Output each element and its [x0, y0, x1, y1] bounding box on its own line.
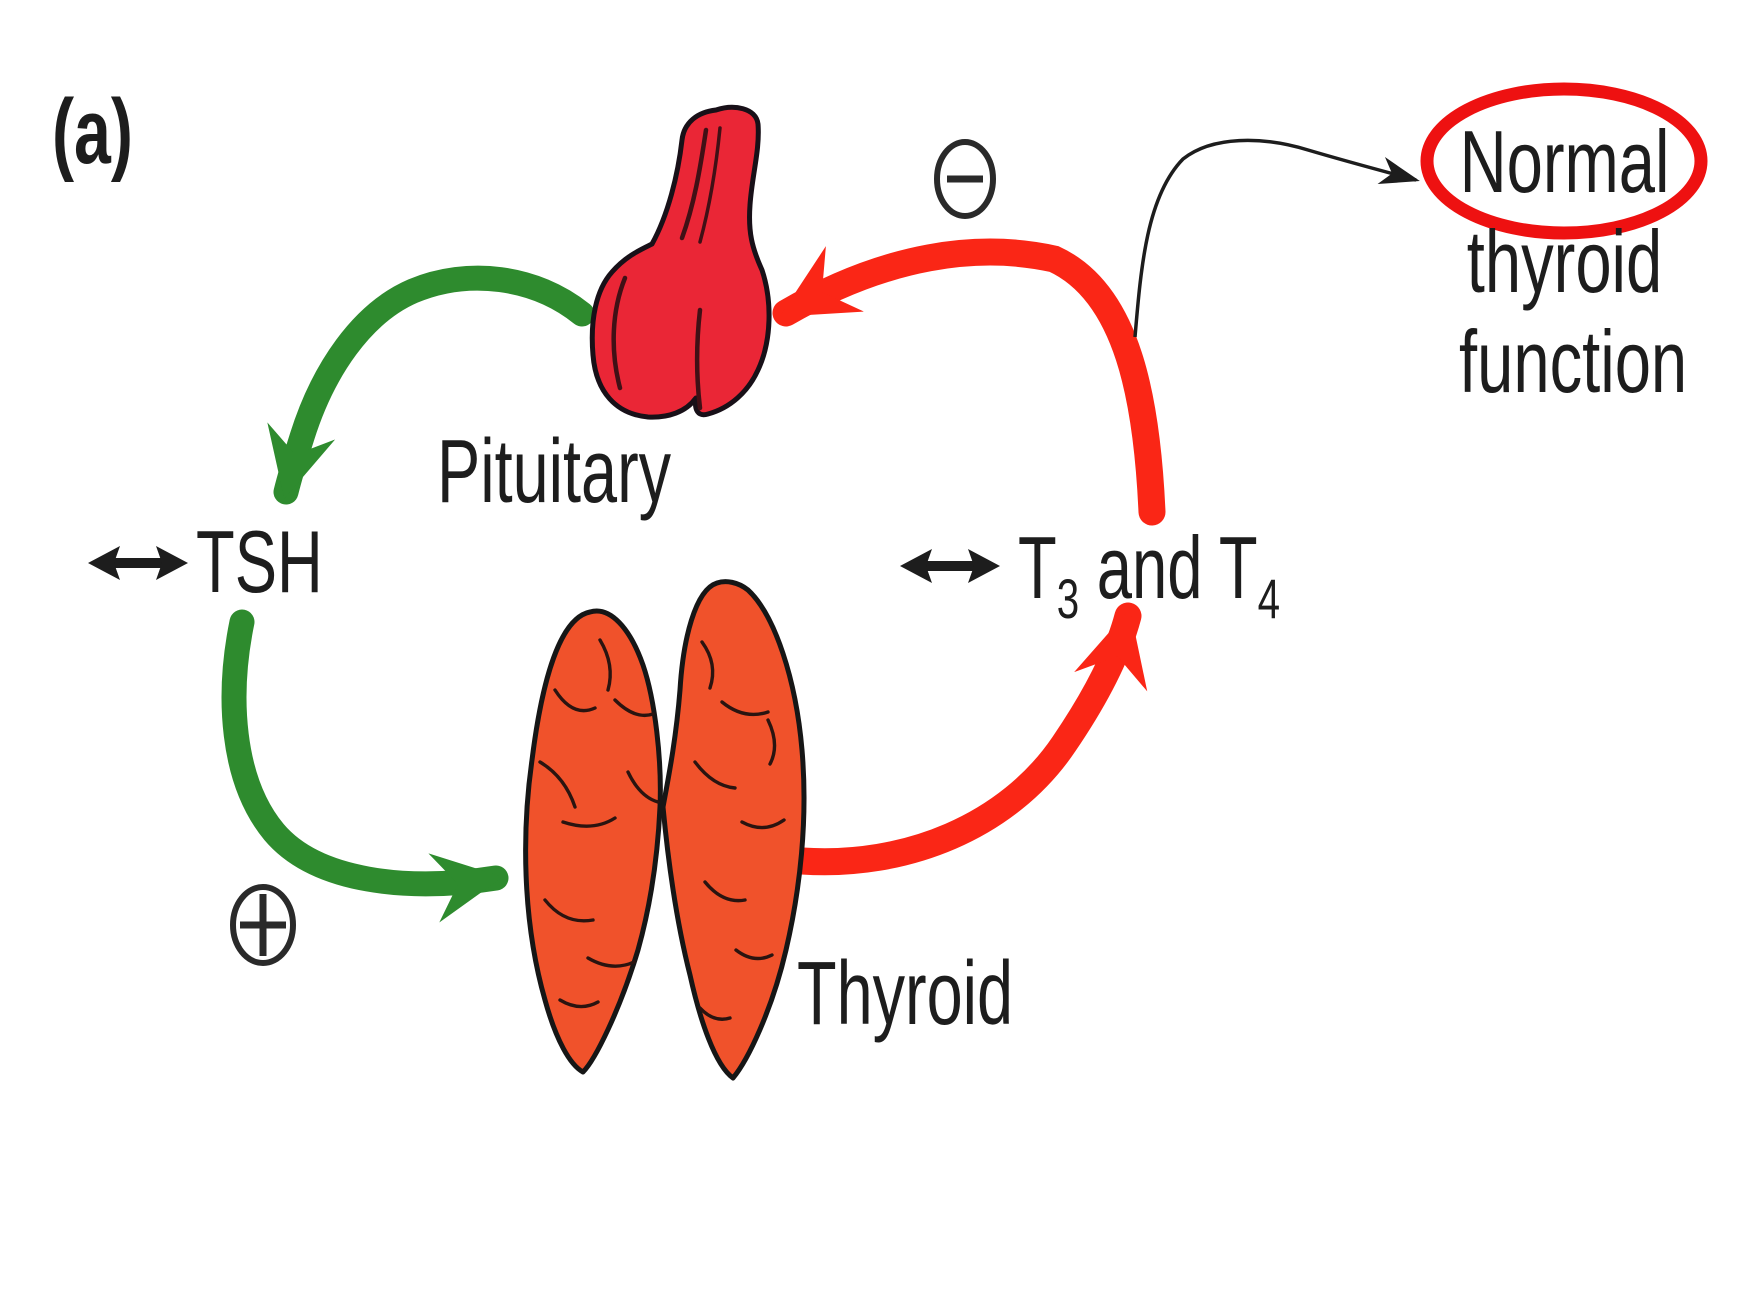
outcome-line-3: function [1459, 312, 1688, 411]
minus-circle-icon [934, 139, 996, 219]
t3-subscript: 3 [1056, 567, 1080, 630]
thyroid-texture-lines [538, 638, 786, 1021]
double-arrow-icon [88, 546, 188, 580]
hormones-label: T3 and T4 [1018, 524, 1280, 627]
green-arrow-tsh-to-thyroid [221, 609, 509, 923]
red-arrow-thyroid-to-hormones [788, 602, 1148, 876]
panel-label: (a) [52, 81, 133, 183]
hormones-conjunction: and [1079, 518, 1219, 617]
tsh-label: TSH [196, 512, 323, 611]
pituitary-lobe-contour [611, 275, 628, 391]
annotation-arrow-to-outcome [1133, 138, 1420, 338]
t4-subscript: 4 [1257, 567, 1281, 630]
red-arrow-hormones-to-pituitary [772, 238, 1166, 526]
double-arrow-right-head [968, 549, 1000, 583]
pituitary-gland-illustration [589, 104, 772, 420]
thyroid-right-lobe [660, 579, 807, 1081]
double-arrow-right-head [156, 546, 188, 580]
t3-symbol: T [1018, 518, 1057, 617]
highlight-ellipse [1420, 82, 1708, 240]
double-arrow-left-head [88, 546, 120, 580]
pituitary-stalk-line [679, 127, 709, 241]
pituitary-stalk-line-2 [698, 126, 722, 244]
pituitary-cleft-line [694, 307, 703, 411]
outcome-label: Normal thyroid function [1459, 112, 1688, 412]
pituitary-gland-body [589, 104, 772, 420]
pituitary-label: Pituitary [437, 422, 672, 522]
double-arrow-icon [900, 549, 1000, 583]
thyroid-left-lobe [523, 608, 663, 1075]
outcome-line-1: Normal [1459, 112, 1670, 211]
double-arrow-left-head [900, 549, 932, 583]
outcome-line-2: thyroid [1466, 212, 1663, 311]
green-arrow-pituitary-to-tsh [267, 265, 595, 505]
thyroid-label: Thyroid [797, 944, 1014, 1044]
thyroid-gland-illustration [523, 579, 807, 1081]
t4-symbol: T [1218, 518, 1258, 617]
plus-circle-icon [230, 884, 296, 966]
